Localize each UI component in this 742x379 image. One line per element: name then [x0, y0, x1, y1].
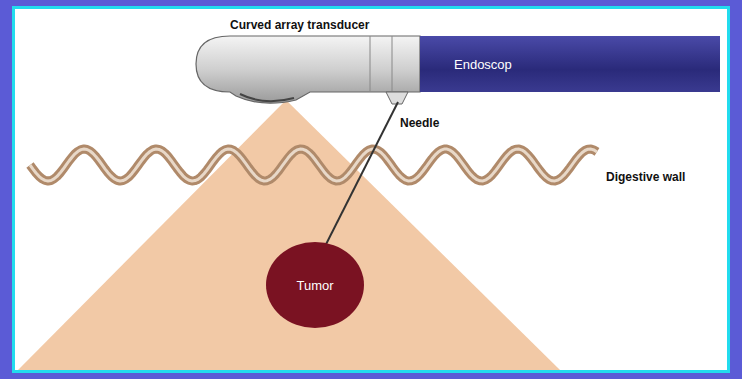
endoscope-body: Endoscop: [420, 36, 720, 92]
ultrasound-beam: [18, 100, 560, 370]
transducer-joint: [392, 36, 393, 92]
curved-array-transducer: [196, 36, 420, 103]
digestive-wall-highlight: [30, 149, 597, 181]
part-label: Needle: [400, 116, 439, 130]
transducer-joint: [370, 36, 371, 92]
part-label: Digestive wall: [606, 170, 685, 184]
part-label: Curved array transducer: [230, 18, 369, 32]
digestive-wall: [30, 149, 597, 181]
node-label: Tumor: [296, 278, 333, 293]
tumor-circle: Tumor: [266, 242, 364, 328]
node-label: Endoscop: [454, 57, 512, 72]
transducer-array: [240, 94, 294, 101]
